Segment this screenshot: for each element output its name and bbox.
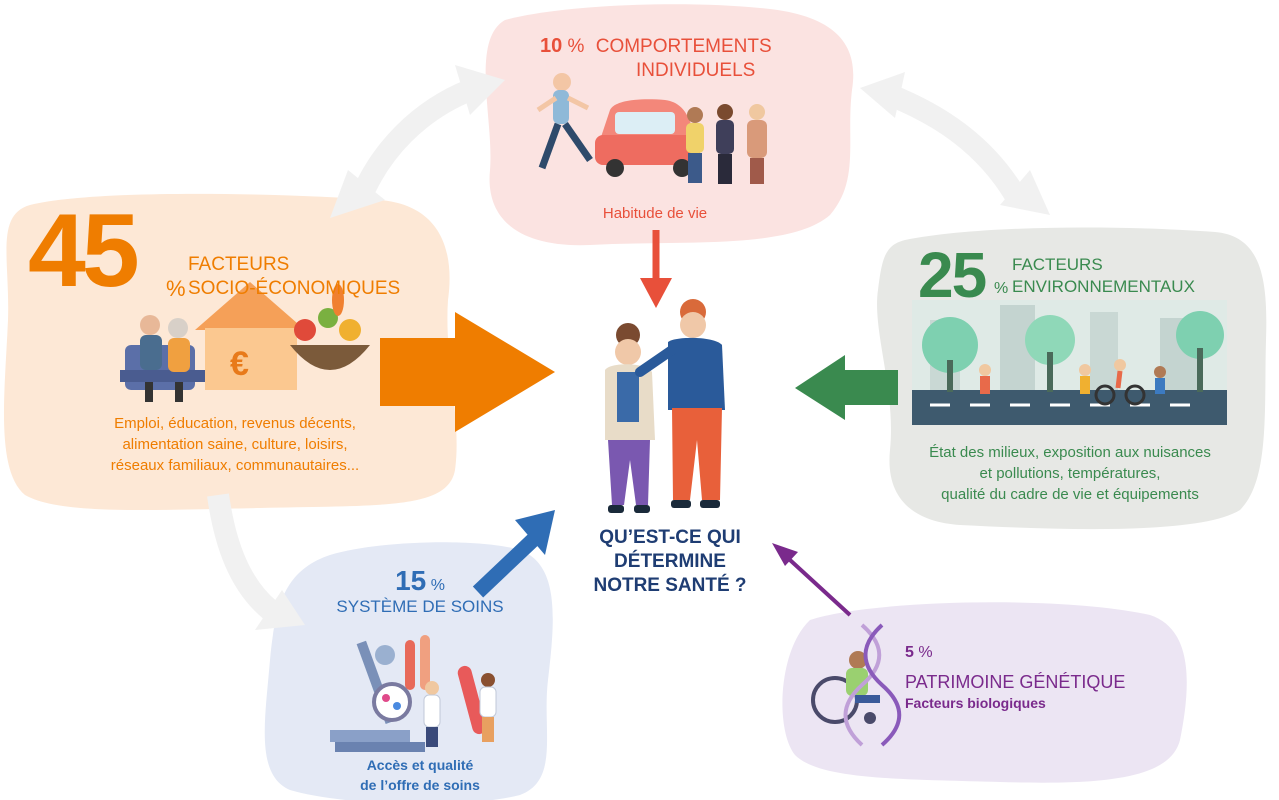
cyclist-icon <box>1094 359 1146 406</box>
environnement-desc-line-3: qualité du cadre de vie et équipements <box>941 486 1199 503</box>
running-person-icon <box>536 73 593 170</box>
people-group-icon <box>686 104 767 184</box>
environnement-desc-line-1: État des milieux, exposition aux nuisanc… <box>929 444 1211 461</box>
socio-description: Emploi, éducation, revenus décents, alim… <box>60 413 410 476</box>
soins-unit: % <box>430 577 445 594</box>
environnement-title: FACTEURS ENVIRONNEMENTAUX <box>1012 254 1195 298</box>
test-tubes-icon <box>372 635 487 735</box>
environnement-unit: % <box>994 280 1009 297</box>
car-icon <box>595 99 700 177</box>
socio-desc-line-1: Emploi, éducation, revenus décents, <box>114 415 356 432</box>
socio-title-1: FACTEURS <box>188 254 290 275</box>
soins-desc-line-2: de l’offre de soins <box>360 777 480 793</box>
arrow-environnement <box>795 355 898 420</box>
environnement-description: État des milieux, exposition aux nuisanc… <box>895 442 1245 505</box>
socio-title: FACTEURS SOCIO-ÉCONOMIQUES <box>188 253 400 301</box>
factor-soins: 15 % SYSTÈME DE SOINS <box>300 565 540 617</box>
comportements-description: Habitude de vie <box>602 205 708 222</box>
environnement-desc-line-2: et pollutions, températures, <box>979 465 1161 482</box>
blob-genetique <box>782 602 1187 783</box>
food-basket-icon <box>290 284 370 370</box>
city-park-icon <box>912 300 1227 425</box>
house-euro-icon: € <box>195 282 305 390</box>
soins-percent: 15 <box>395 565 427 596</box>
cycle-arrowheads <box>255 65 1050 630</box>
soins-description: Accès et qualité de l’offre de soins <box>300 755 540 795</box>
center-question-line-2: DÉTERMINE <box>614 551 726 572</box>
environnement-title-1: FACTEURS <box>1012 255 1103 274</box>
arrow-soins <box>472 510 555 598</box>
doctor-icon <box>423 673 497 747</box>
dna-icon <box>843 623 902 747</box>
factor-comportements: 10 % COMPORTEMENTS INDIVIDUELS <box>540 34 860 83</box>
socio-percent: 45 <box>28 193 140 309</box>
socio-desc-line-2: alimentation saine, culture, loisirs, <box>122 436 348 453</box>
environnement-percent: 25 <box>918 239 987 311</box>
center-question: QU’EST-CE QUI DÉTERMINE NOTRE SANTÉ ? <box>560 526 780 598</box>
soins-title: SYSTÈME DE SOINS <box>336 597 504 616</box>
soins-desc-line-1: Accès et qualité <box>366 757 474 773</box>
center-question-line-3: NOTRE SANTÉ ? <box>593 575 747 596</box>
cycle-arrows <box>207 79 1025 619</box>
socio-unit: % <box>166 276 186 301</box>
comportements-percent: 10 <box>540 35 563 57</box>
comportements-title-2: INDIVIDUELS <box>636 60 756 81</box>
wheelchair-icon <box>811 651 880 724</box>
genetique-description: Facteurs biologiques <box>905 695 1046 711</box>
svg-text:€: € <box>230 345 249 383</box>
elderly-couple-icon <box>120 315 205 402</box>
arrow-socio <box>380 312 555 432</box>
environnement-title-2: ENVIRONNEMENTAUX <box>1012 277 1195 296</box>
socio-title-2: SOCIO-ÉCONOMIQUES <box>188 278 401 299</box>
comportements-unit: % <box>567 36 585 57</box>
comportements-title-1: COMPORTEMENTS <box>595 36 772 57</box>
genetique-percent: 5 <box>905 644 914 661</box>
genetique-title: PATRIMOINE GÉNÉTIQUE <box>905 672 1126 692</box>
couple-center-icon <box>605 299 725 513</box>
arrow-genetique <box>772 543 852 617</box>
arrow-comportements <box>640 230 672 308</box>
genetique-unit: % <box>918 644 933 661</box>
factor-genetique: 5 % PATRIMOINE GÉNÉTIQUE Facteurs biolog… <box>905 644 1125 711</box>
socio-desc-line-3: réseaux familiaux, communautaires... <box>110 457 360 474</box>
center-question-line-1: QU’EST-CE QUI <box>599 527 741 548</box>
